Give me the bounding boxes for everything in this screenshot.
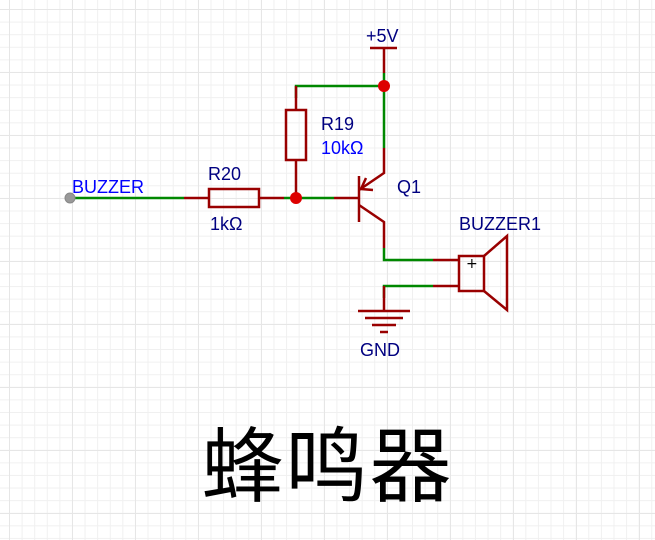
junction-base <box>290 192 302 204</box>
ground-label: GND <box>360 340 400 360</box>
junction-5v <box>378 80 390 92</box>
q1-designator: Q1 <box>397 177 421 197</box>
buzzer-buzzer1[interactable] <box>433 233 509 313</box>
resistor-r20[interactable] <box>184 187 284 209</box>
wire-gnd-to-buzzer[interactable] <box>382 284 433 298</box>
wire-collector-to-buzzer[interactable] <box>382 248 433 262</box>
resistor-r19[interactable] <box>284 86 308 198</box>
power-label-5v: +5V <box>366 26 399 46</box>
net-port-buzzer[interactable] <box>64 192 76 204</box>
r19-value: 10kΩ <box>321 138 363 158</box>
ground-symbol[interactable] <box>358 286 410 334</box>
net-label-buzzer: BUZZER <box>72 177 144 197</box>
buzzer-plus-mark: + <box>466 256 478 272</box>
r19-designator: R19 <box>321 114 354 134</box>
transistor-q1[interactable] <box>334 148 386 248</box>
diagram-title: 蜂鸣器 <box>201 420 454 515</box>
power-symbol-5v[interactable] <box>370 46 397 73</box>
wire-r19-to-5v[interactable] <box>294 84 384 98</box>
buzzer1-designator: BUZZER1 <box>459 214 541 234</box>
r20-designator: R20 <box>208 164 241 184</box>
r20-value: 1kΩ <box>210 214 242 234</box>
